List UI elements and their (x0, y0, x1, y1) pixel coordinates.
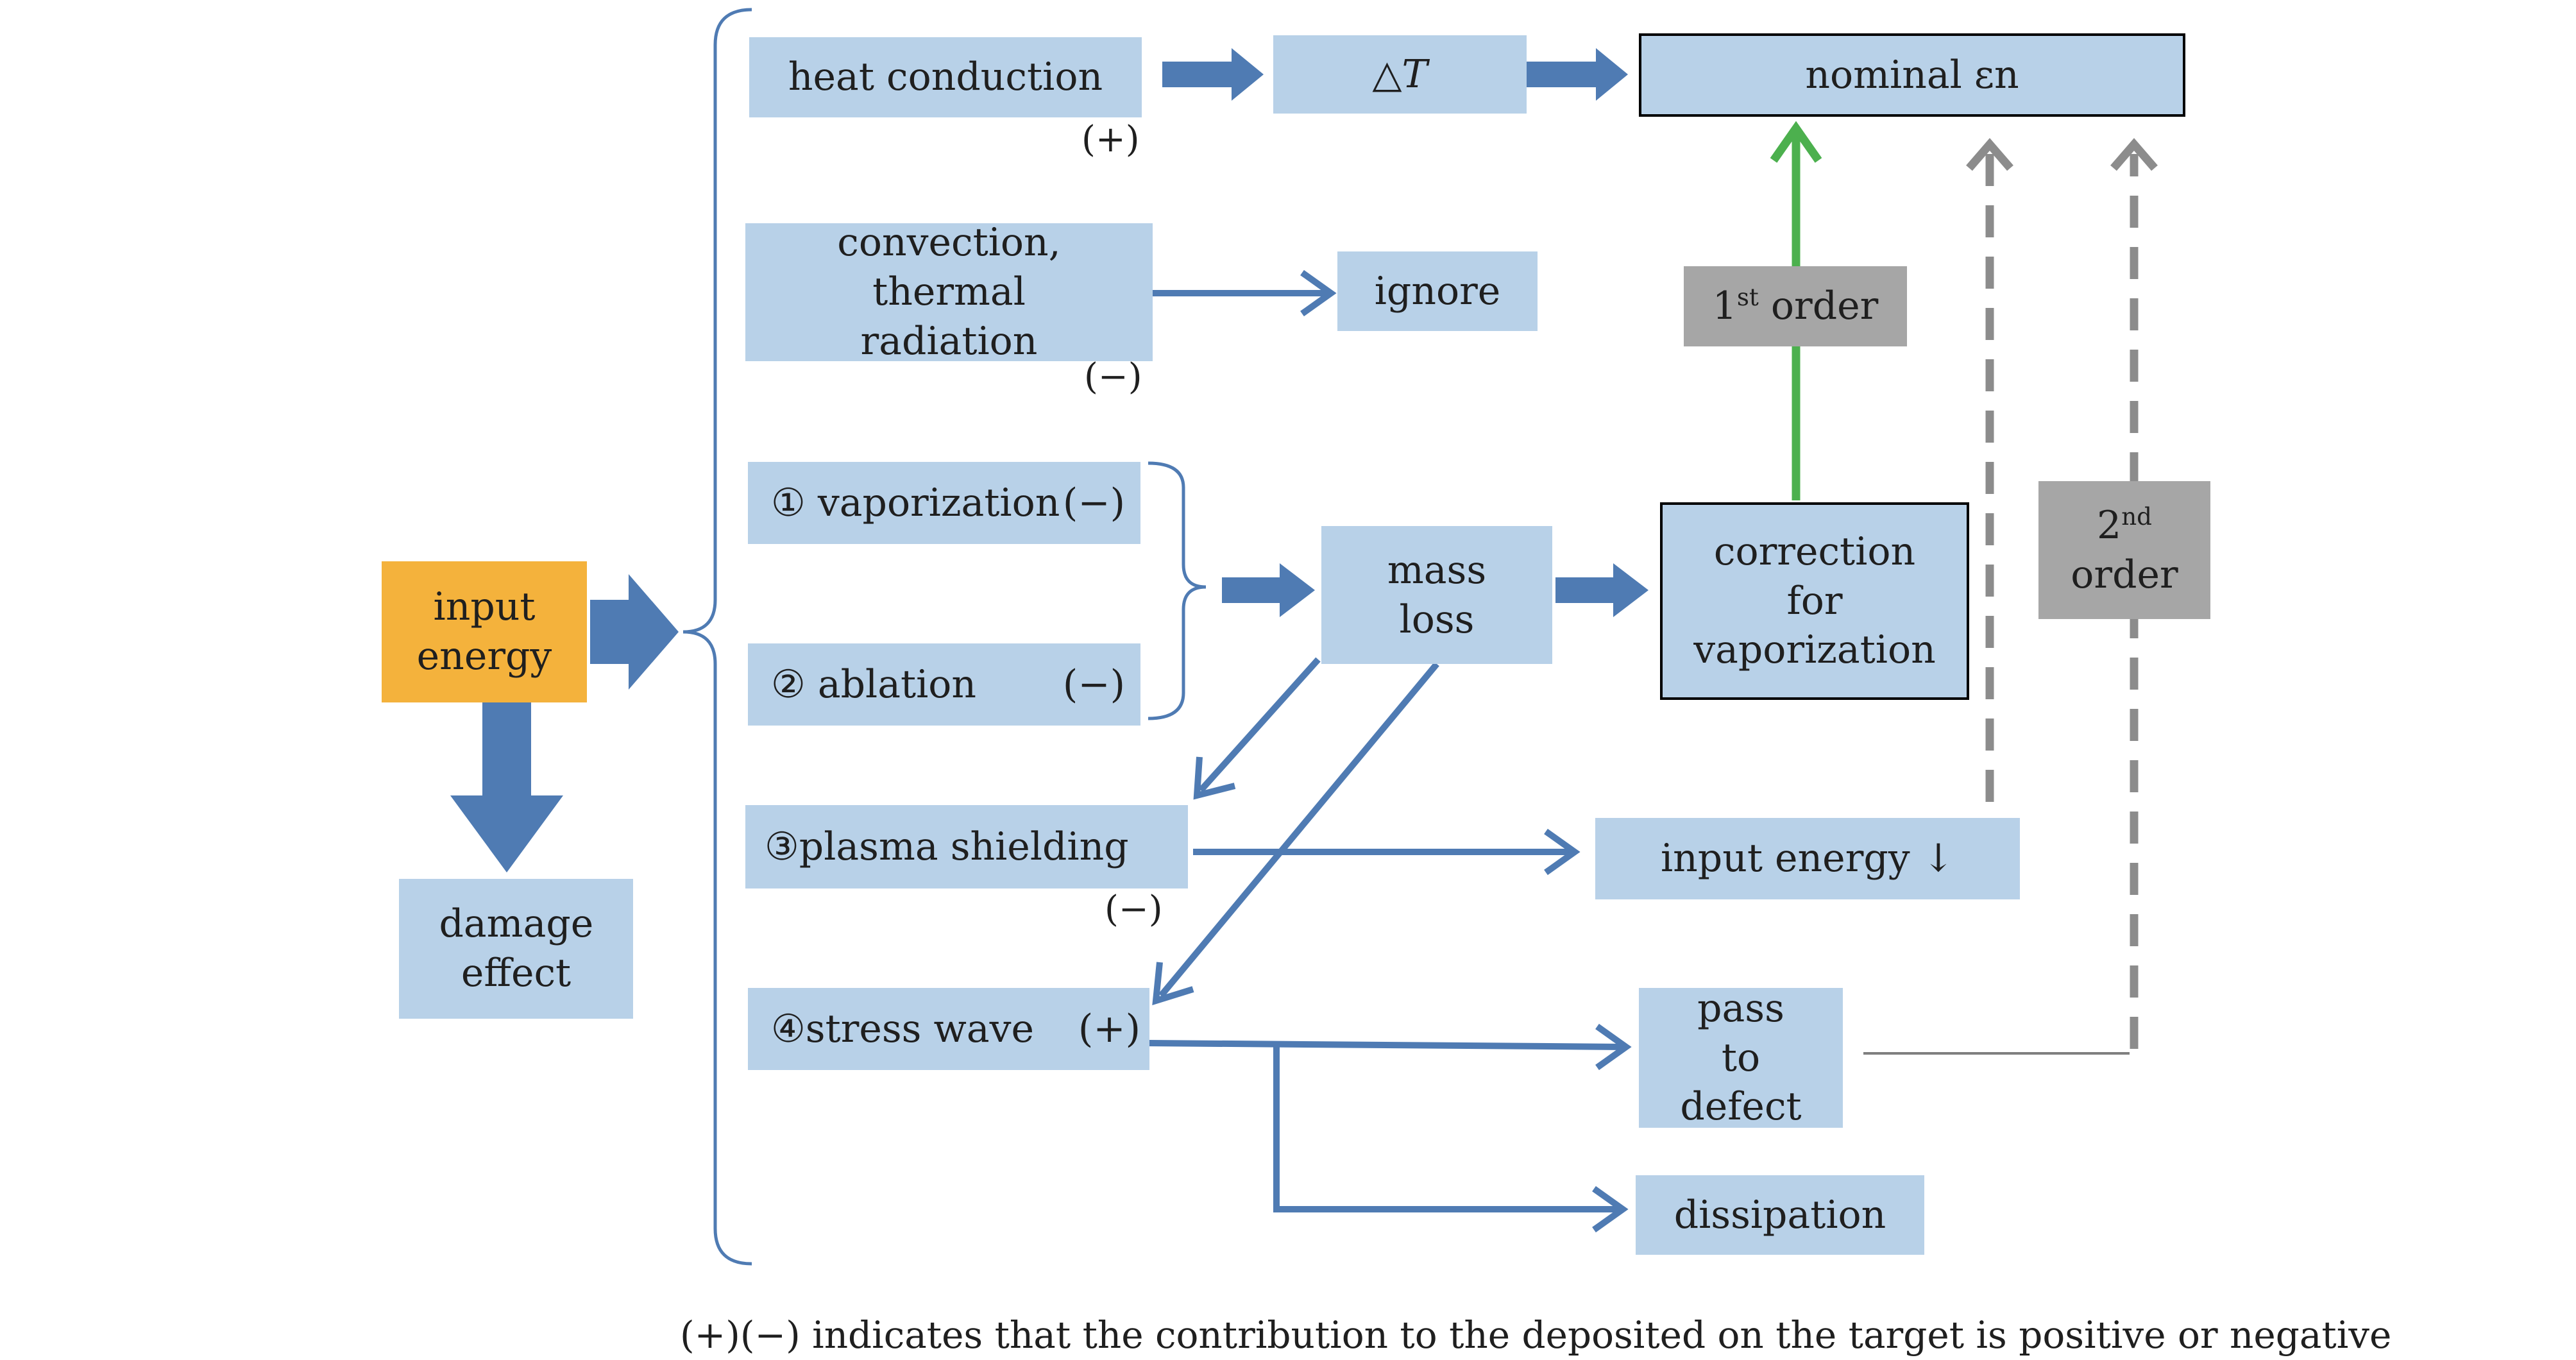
massloss-to-stress-head (1152, 962, 1194, 1006)
nominal-label: nominal εn (1805, 52, 2019, 98)
ignore-label: ignore (1374, 268, 1501, 314)
pass-to-defect-label: pass to defect (1680, 985, 1802, 1130)
ablation-label: ② ablation (771, 661, 977, 707)
convection-sign: (−) (1084, 356, 1142, 398)
input-energy-label: input energy (416, 584, 552, 679)
convection-node: convection, thermal radiation (745, 220, 1153, 364)
convection-label: convection, thermal radiation (837, 220, 1061, 364)
input-energy-down-node: input energy ↓ (1595, 818, 2020, 899)
plasma-to-input-head (1544, 828, 1580, 876)
delta-t-label: △T (1372, 51, 1428, 97)
plasma-shielding-node: ③plasma shielding (745, 805, 1188, 888)
input-to-damage-arrow (450, 699, 563, 872)
first-order-label-box: 1st order (1684, 266, 1907, 346)
nominal-node: nominal εn (1639, 33, 2185, 117)
stress-to-defect-line (1148, 1040, 1623, 1050)
massloss-to-plasma-head (1193, 756, 1236, 800)
delta-t-node: △T (1273, 35, 1527, 114)
vaporization-label: ① vaporization (771, 480, 1060, 525)
input-energy-down-label: input energy ↓ (1660, 836, 1955, 881)
heat-conduction-label: heat conduction (788, 55, 1103, 100)
brace-to-massloss-arrow (1222, 563, 1315, 617)
plasma-shielding-label: ③plasma shielding (765, 824, 1129, 869)
stress-wave-label: ④stress wave (771, 1006, 1035, 1051)
ablation-node: ② ablation (−) (748, 643, 1140, 726)
convection-to-ignore-head (1300, 269, 1337, 317)
stress-to-dissipation-head (1592, 1186, 1629, 1233)
heat-conduction-node: heat conduction (749, 37, 1142, 117)
dissipation-label: dissipation (1674, 1192, 1886, 1237)
mass-loss-brace (1148, 461, 1207, 720)
mass-loss-label: mass loss (1387, 547, 1487, 642)
stress-to-dissipation-line (1273, 1046, 1620, 1212)
ignore-node: ignore (1337, 251, 1538, 331)
damage-effect-node: damage effect (399, 879, 633, 1019)
damage-effect-label: damage effect (439, 901, 594, 996)
input-down-to-nominal-head (1966, 138, 2013, 171)
defect-to-nominal-head (2110, 138, 2158, 171)
correction-node: correction for vaporization (1660, 502, 1969, 700)
legend-caption: (+)(−) indicates that the contribution t… (680, 1313, 2392, 1357)
ablation-sign: (−) (1062, 661, 1125, 707)
input-to-brace-arrow (590, 574, 679, 690)
input-energy-node: input energy (382, 561, 587, 702)
stress-wave-sign: (+) (1078, 1006, 1140, 1051)
deltat-to-nominal-arrow (1527, 48, 1628, 101)
massloss-to-stress-line (1158, 661, 1439, 998)
stress-to-defect-head (1595, 1023, 1632, 1071)
vaporization-sign: (−) (1062, 480, 1125, 525)
main-brace (682, 8, 752, 1266)
first-order-label: 1st order (1712, 283, 1879, 329)
first-order-arrow-head (1770, 121, 1822, 163)
plasma-shielding-sign: (−) (1105, 888, 1163, 930)
vaporization-node: ① vaporization (−) (748, 462, 1140, 544)
pass-to-defect-node: pass to defect (1639, 986, 1843, 1129)
heat-to-deltat-arrow (1162, 48, 1264, 101)
mass-loss-node: mass loss (1321, 526, 1552, 664)
heat-conduction-sign: (+) (1081, 119, 1140, 160)
massloss-to-plasma-line (1198, 657, 1321, 793)
stress-wave-node: ④stress wave (+) (748, 988, 1149, 1070)
correction-label: correction for vaporization (1693, 529, 1936, 673)
dissipation-node: dissipation (1636, 1175, 1924, 1255)
massloss-to-correction-arrow (1555, 563, 1648, 617)
